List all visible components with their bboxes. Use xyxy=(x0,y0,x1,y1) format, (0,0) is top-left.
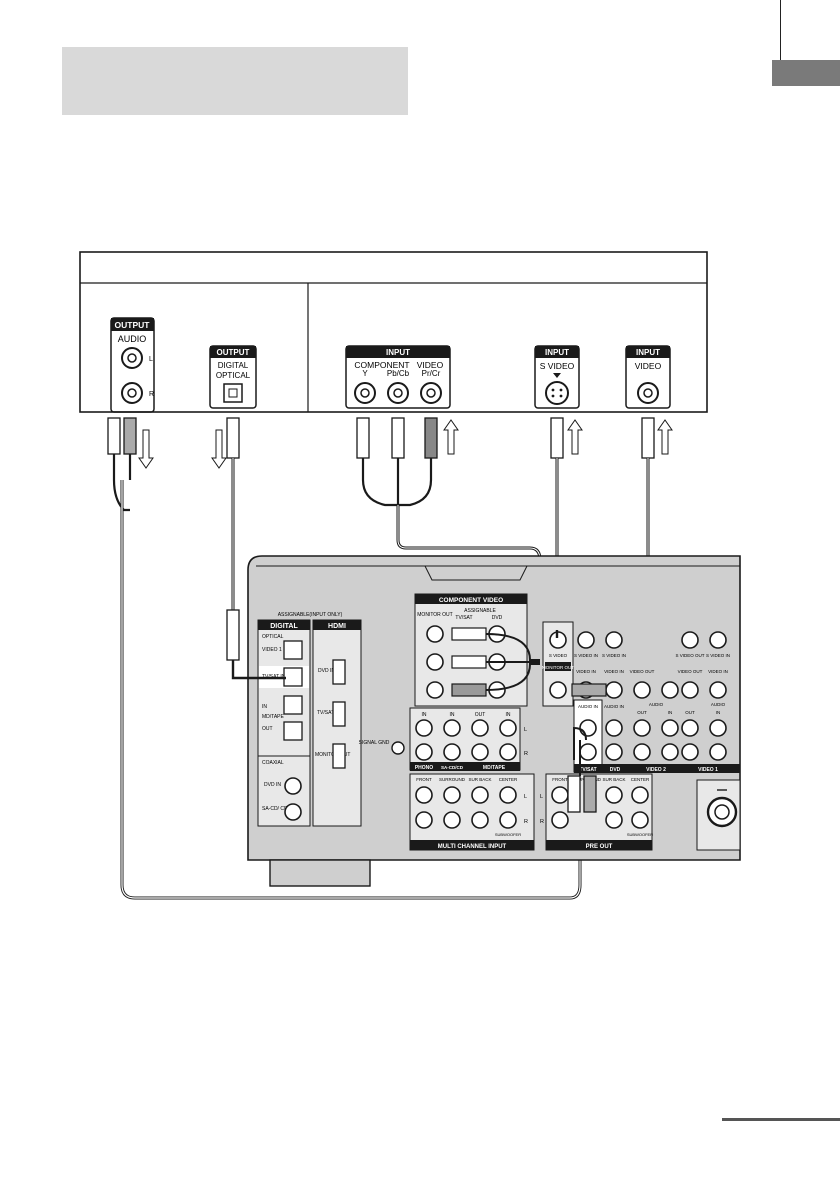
coax-dvd-in-label: DVD IN xyxy=(264,782,281,788)
svideo-input-label: INPUT xyxy=(545,348,569,357)
md-tape-section-label: MD/TAPE xyxy=(483,765,506,771)
y-label: Y xyxy=(362,369,368,378)
dvd-label: DVD xyxy=(610,767,621,773)
video1-svideo-out-label: S VIDEO OUT xyxy=(675,653,704,658)
receiver-plugs xyxy=(231,630,597,813)
pb-label: Pb/Cb xyxy=(387,369,410,378)
video2-audio-label: AUDIO xyxy=(649,702,664,707)
phono-in-label: IN xyxy=(422,712,427,718)
component-assignable-label: ASSIGNABLE xyxy=(464,608,496,614)
mc-surround-label: SURROUND xyxy=(439,777,466,782)
optical-digital-label: DIGITAL xyxy=(218,361,249,370)
mdtape-out-label: OUT xyxy=(262,726,273,732)
component-tvsat-label: TV/SAT xyxy=(455,615,472,621)
mc-subwoofer-label: SUBWOOFER xyxy=(495,832,521,837)
digital-label: DIGITAL xyxy=(270,623,298,630)
component-video-label: COMPONENT VIDEO xyxy=(439,597,503,604)
section-title-box xyxy=(62,47,408,115)
monitor-out-badge: MONITOR OUT xyxy=(542,665,574,670)
pre-l-label: L xyxy=(540,794,543,800)
video2-out-label: OUT xyxy=(637,710,647,715)
output-audio-jacks: OUTPUT AUDIO L R xyxy=(110,317,155,413)
video1-label: VIDEO 1 xyxy=(698,767,718,773)
component-dvd-label: DVD xyxy=(492,615,503,621)
row1-r-label: R xyxy=(524,751,528,757)
multi-channel-input-label: MULTI CHANNEL INPUT xyxy=(438,844,507,850)
mc-center-label: CENTER xyxy=(499,777,518,782)
output-label: OUTPUT xyxy=(115,320,151,330)
mdtape-in-label: IN xyxy=(262,704,267,710)
input-svideo-jack: INPUT S VIDEO xyxy=(534,345,580,409)
pre-out-label: PRE OUT xyxy=(586,844,613,850)
optical-output-label: OUTPUT xyxy=(217,348,250,357)
component-input-label: INPUT xyxy=(386,348,410,357)
pre-r-label: R xyxy=(540,819,544,825)
receiver-rear-panel: ASSIGNABLE(INPUT ONLY) DIGITAL HDMI OPTI… xyxy=(247,555,741,887)
video2-in-label: IN xyxy=(668,710,673,715)
md-in-label: IN xyxy=(506,712,511,718)
mc-l-label: L xyxy=(524,794,527,800)
tvsat-audio-in-label: AUDIO IN xyxy=(578,704,598,709)
pr-label: Pr/Cr xyxy=(422,369,441,378)
video1-in-label: VIDEO 1 IN xyxy=(262,647,289,653)
svideo-label: S VIDEO xyxy=(540,361,575,371)
component-label: COMPONENT xyxy=(354,360,409,370)
mc-r-label: R xyxy=(524,819,528,825)
output-optical-jack: OUTPUT DIGITAL OPTICAL xyxy=(209,345,257,409)
audio-r-label: R xyxy=(149,391,154,398)
component-monitor-out-label: MONITOR OUT xyxy=(417,612,452,618)
pre-center-label: CENTER xyxy=(631,777,650,782)
hdmi-tvsat-in-label: TV/SAT IN xyxy=(317,710,341,716)
mdtape-label: MD/TAPE xyxy=(262,714,285,720)
video2-label: VIDEO 2 xyxy=(646,767,666,773)
sacd-label: SA-CD/CD xyxy=(441,765,464,770)
hdmi-label: HDMI xyxy=(328,623,346,630)
page-edge-line xyxy=(780,0,781,60)
video-input-label: INPUT xyxy=(636,348,660,357)
audio-label: AUDIO xyxy=(118,334,147,344)
mc-surback-label: SUR BACK xyxy=(468,777,491,782)
component-video-label: VIDEO xyxy=(417,360,444,370)
video-label: VIDEO xyxy=(635,361,662,371)
video1-video-in-label: VIDEO IN xyxy=(708,669,728,674)
signal-arrows xyxy=(138,419,673,469)
pre-surback-label: SUR BACK xyxy=(602,777,625,782)
video1-video-out-label: VIDEO OUT xyxy=(678,669,703,674)
optical-optical-label: OPTICAL xyxy=(216,371,251,380)
dvd-svideo-in-label: S VIDEO IN xyxy=(602,653,626,658)
video1-svideo-in-label: S VIDEO IN xyxy=(706,653,730,658)
video1-audio-label: AUDIO xyxy=(711,702,726,707)
assignable-input-only-label: ASSIGNABLE(INPUT ONLY) xyxy=(278,612,343,618)
tvsat-label: TV/SAT xyxy=(579,767,596,773)
tvsat-video-in-label: VIDEO IN xyxy=(576,669,596,674)
sacd-in-label: IN xyxy=(450,712,455,718)
video1-in-label: IN xyxy=(716,710,721,715)
coaxial-label: COAXIAL xyxy=(262,760,284,766)
audio-l-label: L xyxy=(149,356,153,363)
chapter-tab xyxy=(772,60,840,86)
dvd-video-in-label: VIDEO IN xyxy=(604,669,624,674)
hdmi-dvd-in-label: DVD IN xyxy=(318,668,335,674)
continued-rule xyxy=(722,1118,840,1121)
mc-front-label: FRONT xyxy=(416,777,432,782)
optical-section-label: OPTICAL xyxy=(262,634,284,640)
video1-out-label: OUT xyxy=(685,710,695,715)
phono-label: PHONO xyxy=(415,765,433,771)
signal-gnd-label: SIGNAL GND xyxy=(359,740,390,746)
video2-video-out-label: VIDEO OUT xyxy=(630,669,655,674)
pre-subwoofer-label: SUBWOOFER xyxy=(627,832,653,837)
tvsat-svideo-in-label: S VIDEO IN xyxy=(574,653,598,658)
input-video-jack: INPUT VIDEO xyxy=(625,345,671,409)
dvd-audio-in-label: AUDIO IN xyxy=(604,704,624,709)
pre-front-label: FRONT xyxy=(552,777,568,782)
input-component-jacks: INPUT COMPONENT VIDEO Y Pb/Cb Pr/Cr xyxy=(345,345,451,409)
monitor-svideo-label: S VIDEO xyxy=(549,653,568,658)
coax-sacd-in-label: SA-CD/ CD IN xyxy=(262,806,294,812)
row1-l-label: L xyxy=(524,727,527,733)
md-out-label: OUT xyxy=(475,712,486,718)
